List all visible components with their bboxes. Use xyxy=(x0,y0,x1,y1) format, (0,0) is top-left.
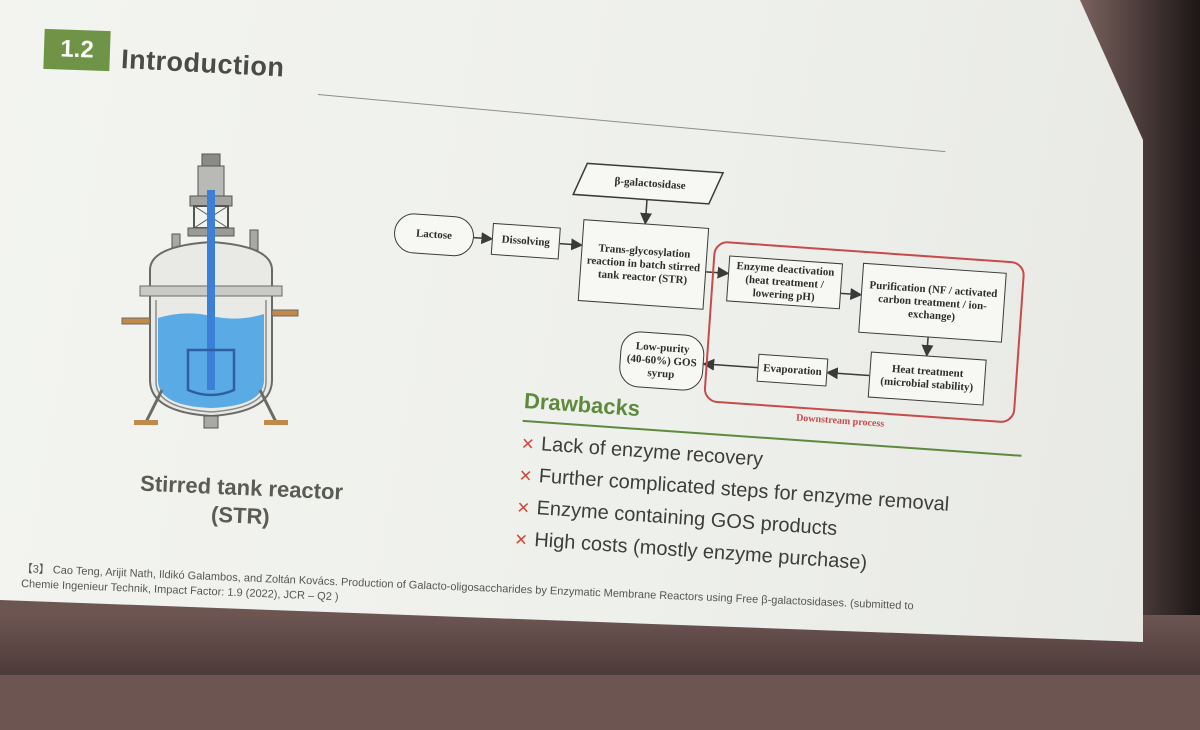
purification-box: Purification (NF / activated carbon trea… xyxy=(858,262,1007,343)
cross-icon: ✕ xyxy=(516,499,531,518)
agitator-shaft xyxy=(207,190,215,390)
stirred-tank-reactor-illustration xyxy=(121,153,299,429)
heat-treatment-box: Heat treatment (microbial stability) xyxy=(867,351,987,406)
impeller xyxy=(186,348,236,397)
enzyme-input-shape xyxy=(572,162,725,205)
evaporation-box: Evaporation xyxy=(756,353,829,387)
lactose-box: Lactose xyxy=(392,212,476,258)
dissolving-box: Dissolving xyxy=(490,222,561,260)
cross-icon: ✕ xyxy=(520,435,536,454)
gos-syrup-product-box: Low-purity (40-60%) GOS syrup xyxy=(617,330,706,392)
cross-icon: ✕ xyxy=(518,467,533,486)
reaction-box: Trans-glycosylation reaction in batch st… xyxy=(577,219,710,310)
cross-icon: ✕ xyxy=(513,531,529,550)
enzyme-deactivation-box: Enzyme deactivation (heat treatment / lo… xyxy=(726,255,844,310)
projected-slide: 1.2 Introduction xyxy=(0,0,1143,642)
